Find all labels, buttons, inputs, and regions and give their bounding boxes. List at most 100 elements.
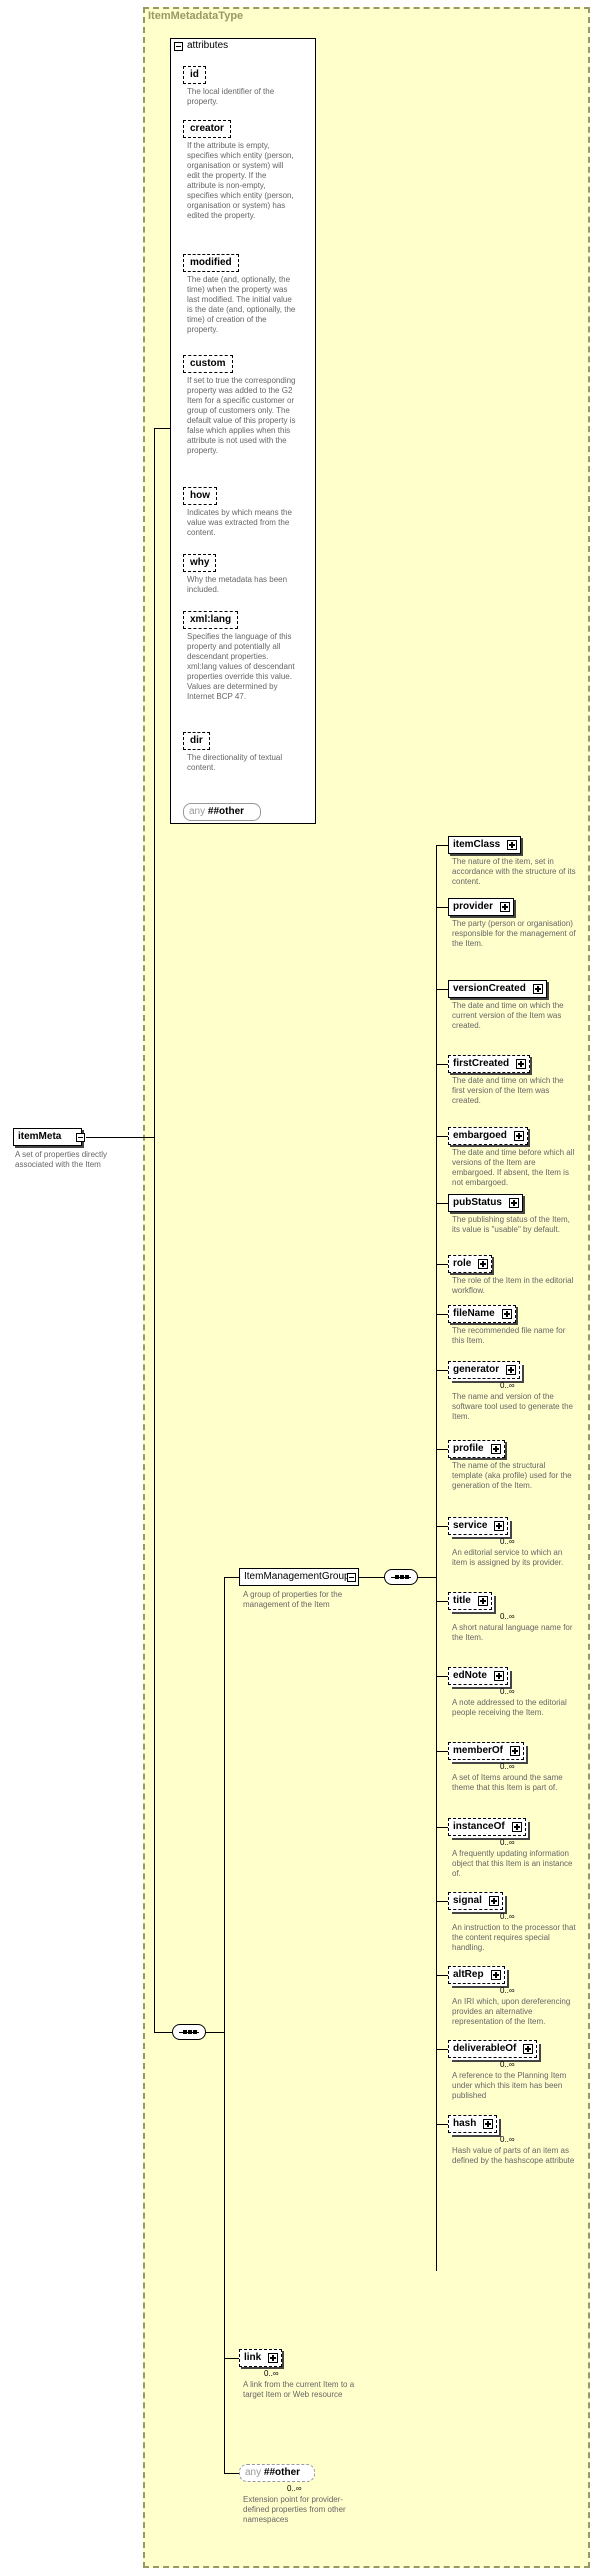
- expand-icon[interactable]: [490, 1444, 501, 1454]
- element-label: firstCreated: [453, 1058, 510, 1069]
- expand-icon[interactable]: [501, 1309, 512, 1319]
- connector: [224, 1577, 225, 2474]
- collapse-icon[interactable]: [174, 42, 183, 51]
- connector: [436, 1601, 448, 1602]
- connector: [154, 2032, 172, 2033]
- element-desc: The recommended file name for this Item.: [452, 1326, 566, 1345]
- connector: [436, 1064, 448, 1065]
- element-profile[interactable]: profile: [448, 1440, 505, 1458]
- any-other-desc: Extension point for provider-defined pro…: [243, 2495, 346, 2524]
- element-ednote[interactable]: edNote: [448, 1667, 508, 1685]
- connector: [436, 1827, 448, 1828]
- attr-how[interactable]: how: [183, 487, 217, 505]
- element-signal[interactable]: signal: [448, 1892, 503, 1910]
- element-instanceof[interactable]: instanceOf: [448, 1818, 526, 1836]
- expand-icon[interactable]: [483, 2119, 494, 2129]
- expand-icon[interactable]: [513, 1131, 524, 1141]
- sequence-compositor[interactable]: [172, 2024, 206, 2040]
- attr-creator[interactable]: creator: [183, 120, 231, 138]
- element-label: memberOf: [453, 1745, 504, 1756]
- group-collapse-icon[interactable]: [347, 1573, 356, 1582]
- connector: [436, 1449, 448, 1450]
- attr-why[interactable]: why: [183, 554, 217, 572]
- expand-icon[interactable]: [488, 1896, 499, 1906]
- expand-icon[interactable]: [490, 1970, 501, 1980]
- connector: [436, 1314, 448, 1315]
- root-collapse-icon[interactable]: [76, 1133, 85, 1142]
- expand-icon[interactable]: [493, 1671, 504, 1681]
- attr-any-value: ##other: [207, 806, 245, 817]
- element-label: itemClass: [453, 839, 501, 850]
- expand-icon[interactable]: [532, 984, 543, 994]
- element-memberof[interactable]: memberOf: [448, 1742, 525, 1760]
- attr-how-desc: Indicates by which means the value was e…: [187, 508, 292, 537]
- connector: [436, 1751, 448, 1752]
- connector: [436, 1901, 448, 1902]
- element-role[interactable]: role: [448, 1255, 493, 1273]
- connector: [436, 2124, 448, 2125]
- attr-dir[interactable]: dir: [183, 732, 210, 750]
- element-label: hash: [453, 2118, 477, 2129]
- element-firstcreated[interactable]: firstCreated: [448, 1055, 531, 1073]
- attr-any-label: any: [189, 806, 206, 817]
- connector: [436, 1676, 448, 1677]
- element-label: profile: [453, 1443, 484, 1454]
- expand-icon[interactable]: [516, 1059, 527, 1069]
- element-cardinality: 0..∞: [500, 1612, 515, 1621]
- element-label: edNote: [453, 1670, 487, 1681]
- element-service[interactable]: service: [448, 1517, 509, 1535]
- element-altrep[interactable]: altRep: [448, 1966, 505, 1984]
- attr-custom[interactable]: custom: [183, 355, 233, 373]
- element-cardinality: 0..∞: [500, 1762, 515, 1771]
- element-filename[interactable]: fileName: [448, 1305, 516, 1323]
- attr-modified-desc: The date (and, optionally, the time) whe…: [187, 275, 296, 334]
- group-item-management[interactable]: ItemManagementGroup: [239, 1568, 359, 1586]
- element-desc: The date and time on which the current v…: [452, 1001, 564, 1030]
- element-deliverableof[interactable]: deliverableOf: [448, 2040, 538, 2058]
- element-generator[interactable]: generator: [448, 1361, 521, 1379]
- expand-icon[interactable]: [511, 1822, 522, 1832]
- connector: [436, 845, 448, 846]
- attributes-title: attributes: [187, 40, 229, 51]
- expand-icon[interactable]: [478, 1259, 489, 1269]
- connector: [436, 1264, 448, 1265]
- element-pubstatus[interactable]: pubStatus: [448, 1194, 523, 1212]
- element-itemclass[interactable]: itemClass: [448, 836, 522, 854]
- element-versioncreated[interactable]: versionCreated: [448, 980, 547, 998]
- connector: [436, 989, 448, 990]
- attr-any-other[interactable]: any ##other: [183, 803, 261, 821]
- element-label: altRep: [453, 1969, 484, 1980]
- element-label: provider: [453, 901, 494, 912]
- attr-xml-lang[interactable]: xml:lang: [183, 611, 239, 629]
- expand-icon[interactable]: [510, 1746, 521, 1756]
- group-sequence-compositor[interactable]: [384, 1569, 418, 1585]
- connector: [154, 428, 170, 429]
- expand-icon[interactable]: [477, 1596, 488, 1606]
- expand-icon[interactable]: [507, 840, 518, 850]
- element-label: pubStatus: [453, 1197, 502, 1208]
- expand-icon[interactable]: [508, 1198, 519, 1208]
- element-label: embargoed: [453, 1130, 507, 1141]
- element-label: title: [453, 1595, 471, 1606]
- expand-icon[interactable]: [268, 2353, 279, 2363]
- element-provider[interactable]: provider: [448, 898, 515, 916]
- expand-icon[interactable]: [500, 902, 511, 912]
- element-embargoed[interactable]: embargoed: [448, 1127, 528, 1145]
- expand-icon[interactable]: [494, 1521, 505, 1531]
- expand-icon[interactable]: [523, 2044, 534, 2054]
- attr-modified[interactable]: modified: [183, 254, 239, 272]
- link-desc: A link from the current Item to a target…: [243, 2380, 355, 2399]
- attr-why-desc: Why the metadata has been included.: [187, 575, 288, 594]
- element-hash[interactable]: hash: [448, 2115, 498, 2133]
- element-link-label: link: [244, 2352, 262, 2363]
- any-other-element[interactable]: any ##other: [239, 2464, 315, 2482]
- root-element[interactable]: itemMeta: [13, 1128, 83, 1146]
- attr-id[interactable]: id: [183, 66, 206, 84]
- element-title[interactable]: title: [448, 1592, 492, 1610]
- connector: [206, 2032, 224, 2033]
- expand-icon[interactable]: [506, 1365, 517, 1375]
- element-desc: A set of Items around the same theme tha…: [452, 1773, 563, 1792]
- connector: [224, 2358, 239, 2359]
- element-link[interactable]: link: [239, 2349, 283, 2367]
- element-desc: The role of the Item in the editorial wo…: [452, 1276, 574, 1295]
